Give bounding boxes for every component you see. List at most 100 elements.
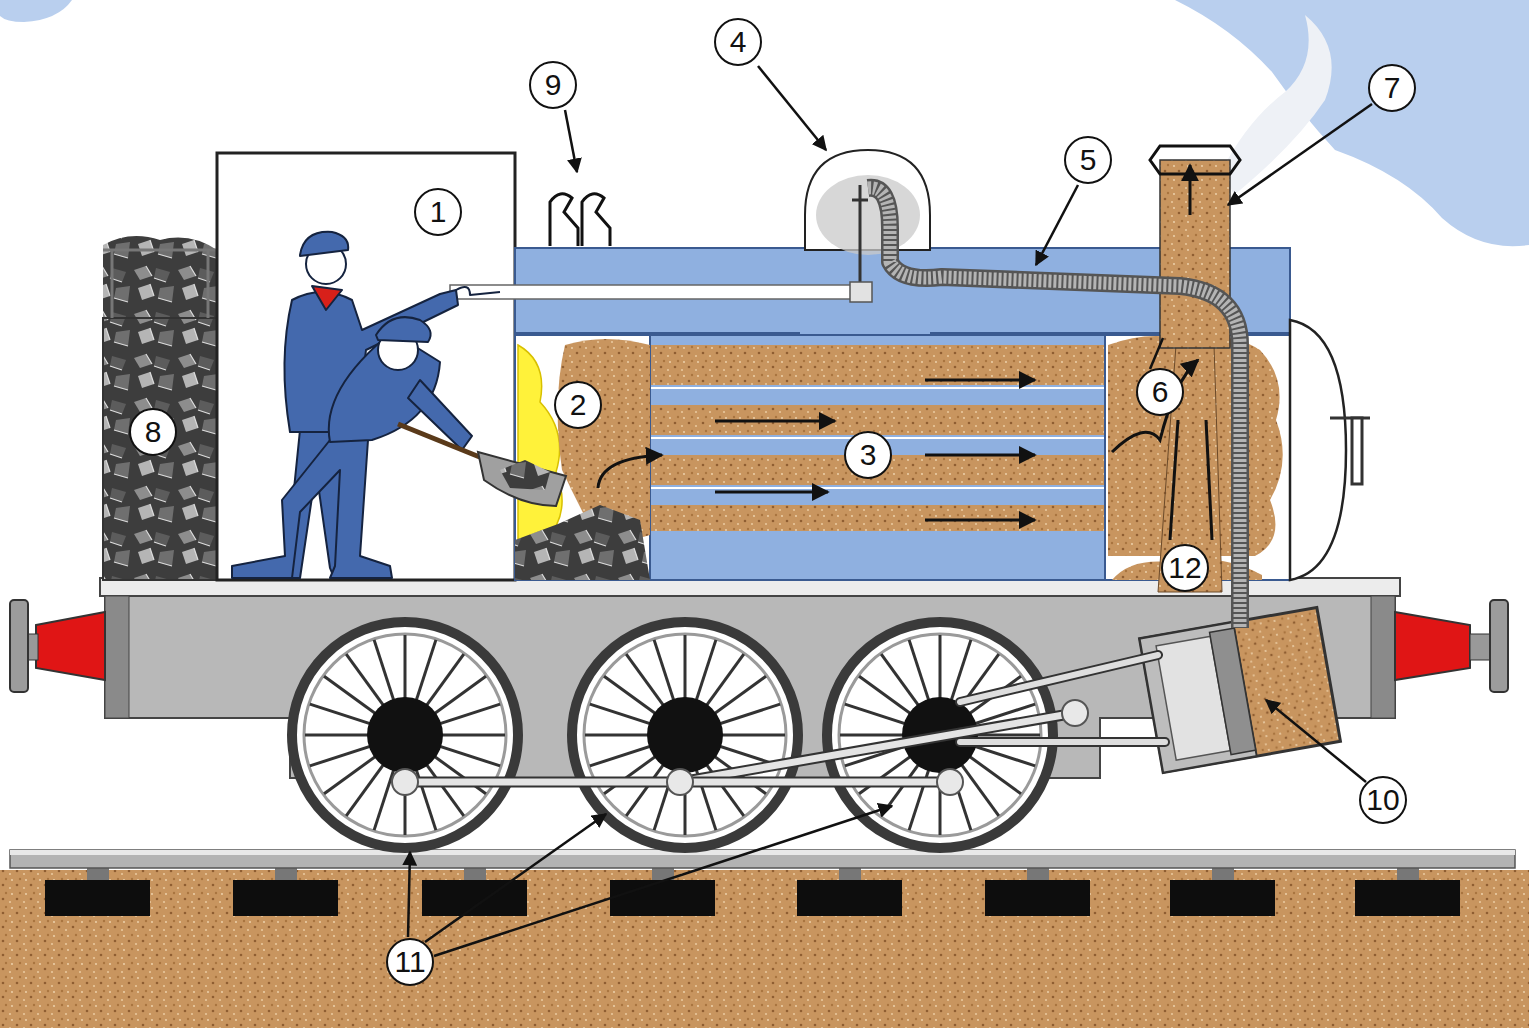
fireman-figure — [232, 440, 392, 578]
callout-number: 6 — [1136, 368, 1184, 416]
callout-number: 2 — [554, 381, 602, 429]
callout-text: 3 — [860, 440, 877, 470]
smokebox-door — [1290, 320, 1346, 580]
buffer — [1470, 634, 1492, 660]
cylinder — [1210, 628, 1256, 754]
flow-arrow — [1206, 420, 1212, 540]
flow-arrow — [1112, 360, 1198, 452]
callout-text: 2 — [570, 390, 587, 420]
leader-arrow — [408, 66, 1372, 956]
crank-pin — [937, 769, 963, 795]
driver-figure — [312, 286, 342, 310]
leader-arrow — [434, 806, 892, 956]
sleeper — [1170, 880, 1275, 916]
regulator-valve — [852, 185, 868, 285]
callout-text: 12 — [1168, 553, 1201, 583]
callout-number: 7 — [1368, 64, 1416, 112]
callout-number: 3 — [844, 431, 892, 479]
leader-arrow — [565, 110, 577, 172]
cylinder — [1140, 607, 1341, 772]
sleeper — [422, 880, 527, 916]
piston-rod — [960, 737, 1165, 747]
callout-number: 5 — [1064, 136, 1112, 184]
piston-rod — [960, 655, 1158, 702]
firebox — [515, 335, 650, 580]
sleeper — [1355, 880, 1460, 916]
callout-number: 11 — [386, 938, 434, 986]
callout-number: 1 — [414, 188, 462, 236]
callout-text: 8 — [145, 417, 162, 447]
leader-arrow — [408, 852, 410, 937]
buffer — [36, 612, 105, 680]
shovel — [500, 460, 550, 490]
door-handle — [1352, 418, 1362, 484]
steam-plume — [1222, 15, 1332, 195]
connecting-rod — [680, 713, 1075, 782]
piston-rod — [960, 655, 1158, 702]
callout-text: 6 — [1152, 377, 1169, 407]
flow-arrow — [925, 519, 1035, 522]
leader-arrow — [1036, 185, 1078, 265]
sleeper — [233, 880, 338, 916]
callout-number: 9 — [529, 61, 577, 109]
callout-text: 7 — [1384, 73, 1401, 103]
leader-arrow — [1266, 700, 1366, 782]
driver-figure — [456, 287, 500, 295]
connecting-rod — [680, 713, 1075, 782]
whistle — [550, 194, 578, 246]
callout-number: 10 — [1359, 776, 1407, 824]
callout-number: 4 — [714, 18, 762, 66]
shovel — [398, 424, 566, 506]
bunker-rail — [103, 250, 217, 318]
steam-pipe — [868, 188, 1240, 628]
cab — [217, 153, 515, 580]
fire-tube — [650, 345, 1105, 531]
callout-text: 5 — [1080, 145, 1097, 175]
connecting-rod — [680, 713, 1075, 782]
flow-arrow — [1170, 420, 1178, 540]
fire-tube — [650, 505, 1105, 531]
callout-text: 9 — [545, 70, 562, 100]
cylinder — [1140, 607, 1341, 772]
buffer-beam — [105, 596, 129, 718]
callout-text: 11 — [394, 947, 425, 977]
whistle — [550, 194, 610, 246]
callout-text: 1 — [430, 197, 447, 227]
bunker-rail — [207, 250, 210, 318]
fire-tube — [650, 345, 1105, 385]
crank-pin — [392, 700, 1088, 795]
boiler-barrel — [650, 335, 1105, 580]
chimney-cap — [1150, 146, 1240, 174]
fire-flame — [518, 345, 562, 545]
fire-tube — [650, 487, 1105, 489]
sleeper — [45, 880, 150, 916]
boiler-water-space — [800, 300, 930, 338]
driver-figure — [300, 232, 348, 256]
chimney — [1160, 160, 1230, 348]
callout-number: 8 — [129, 408, 177, 456]
buffer — [1395, 612, 1470, 680]
sleeper — [797, 880, 902, 916]
regulator-valve — [850, 282, 872, 302]
coal-bunker — [103, 318, 217, 580]
driving-wheel — [292, 622, 518, 848]
buffer-beam — [1371, 596, 1395, 718]
door-handle — [1330, 418, 1370, 484]
leader-arrow — [758, 66, 826, 150]
rail — [10, 850, 1515, 868]
bunker-rail — [111, 250, 114, 318]
fire-tube — [650, 387, 1105, 389]
crank-pin — [392, 769, 418, 795]
crank-pin — [667, 769, 693, 795]
crank-pin — [1062, 700, 1088, 726]
fire-tube — [650, 405, 1105, 435]
steam-pipe — [868, 188, 1240, 628]
sleeper — [985, 880, 1090, 916]
piston-rod — [960, 739, 1165, 745]
sleeper — [45, 880, 1460, 916]
whistle — [582, 194, 610, 246]
fireman-figure — [232, 317, 472, 578]
callout-text: 10 — [1366, 785, 1399, 815]
